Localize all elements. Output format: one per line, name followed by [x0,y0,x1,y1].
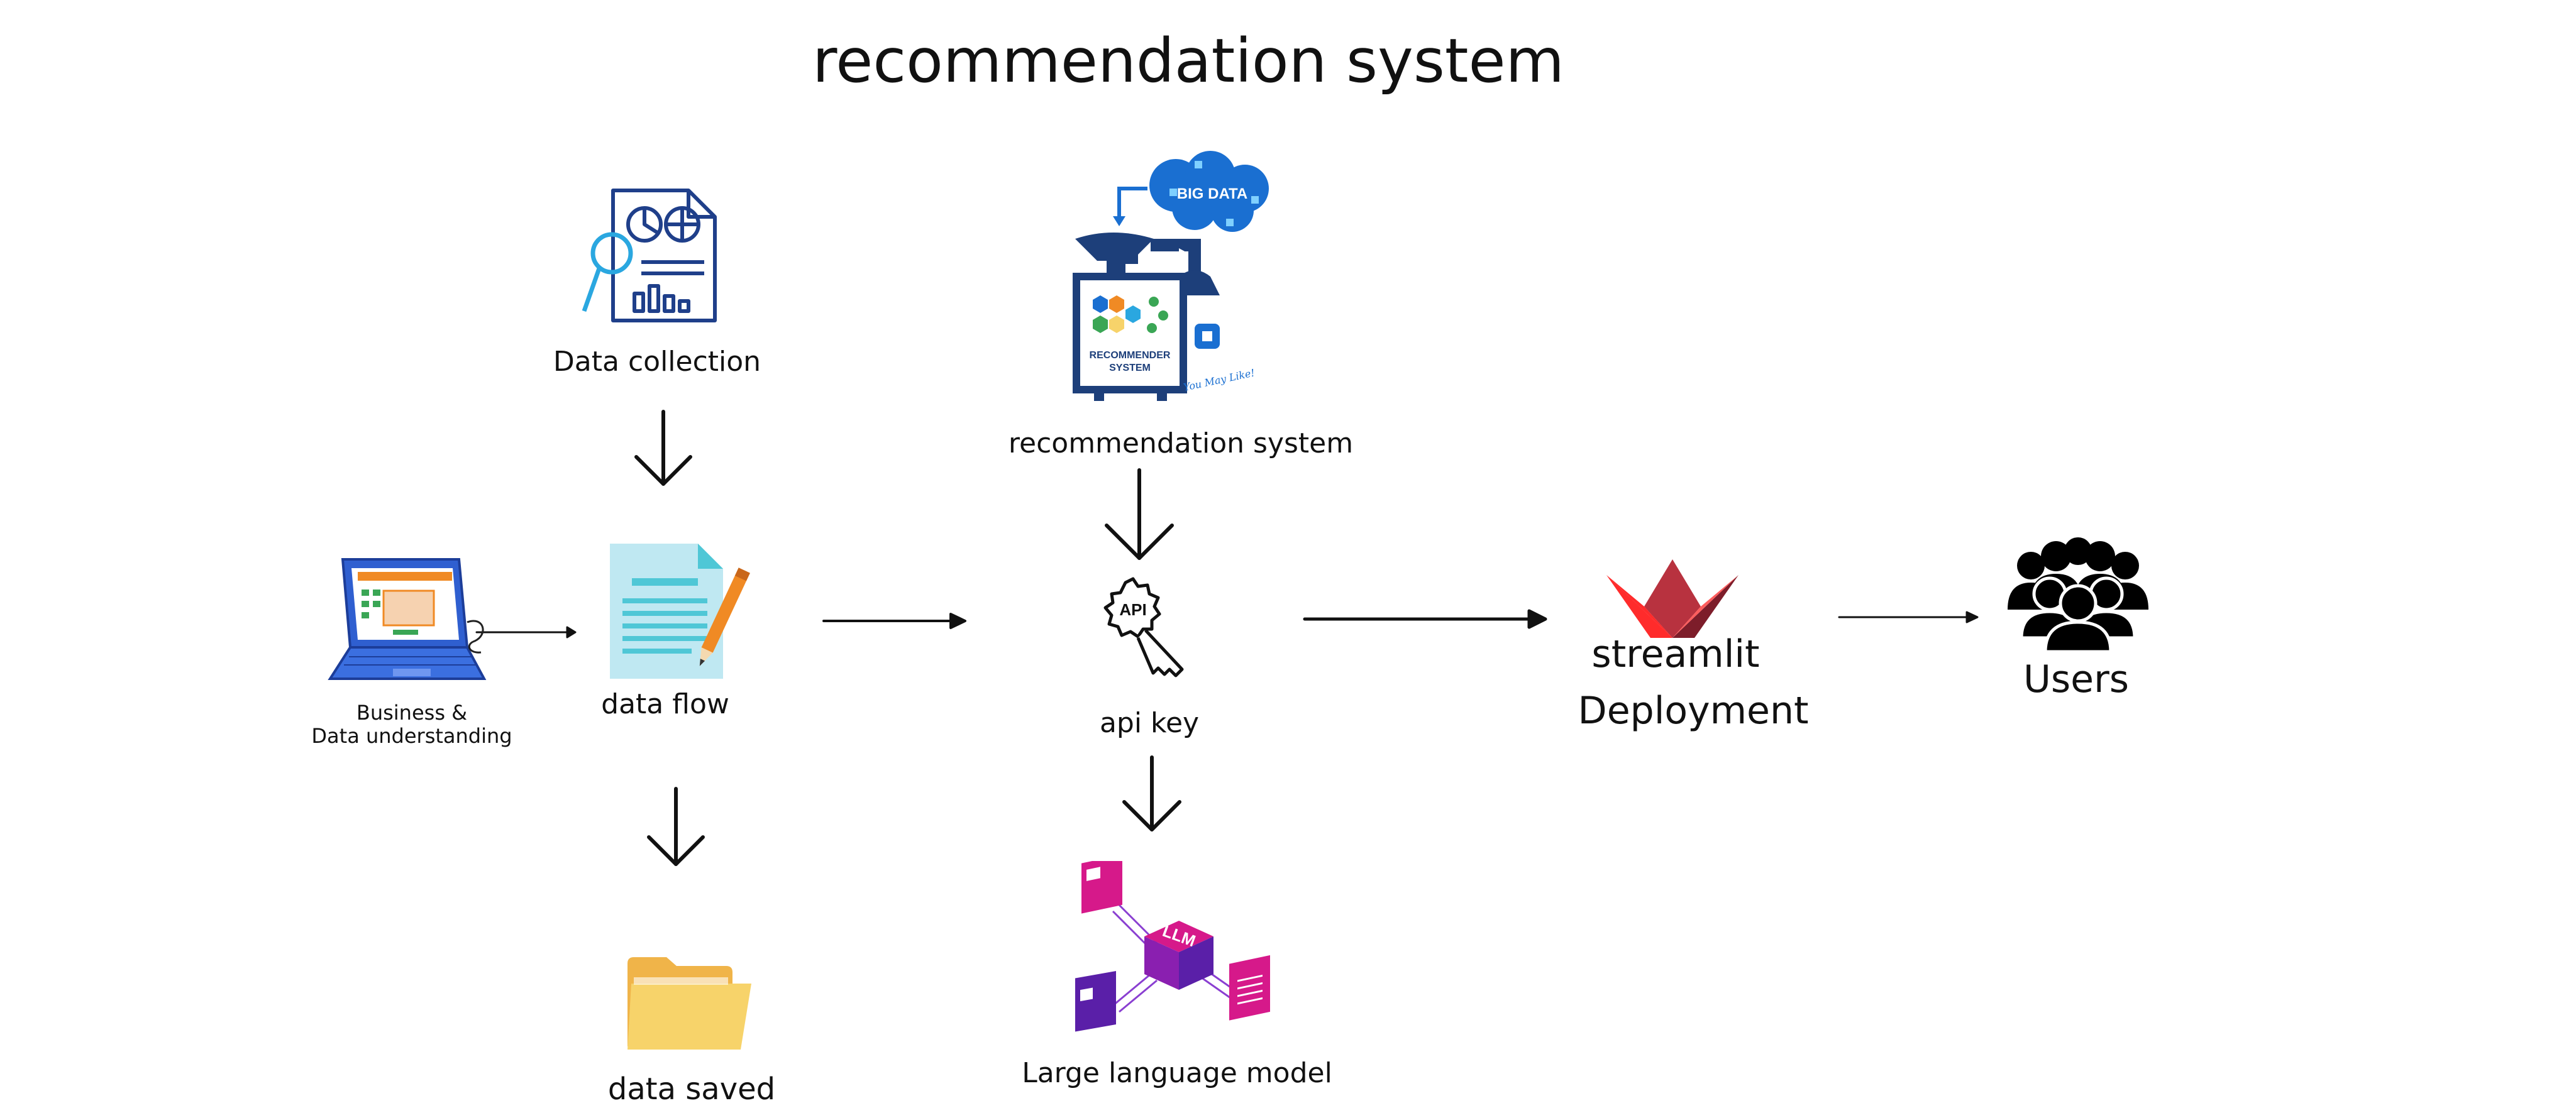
recommender-machine-text-line2: SYSTEM [1109,363,1151,373]
streamlit-boat-icon [1606,559,1739,638]
page-title: recommendation system [812,26,1565,96]
recommender-machine-icon: BIG DATA RECOMMENDER SYSTEM You May Like… [1073,151,1269,401]
api-badge-text: API [1119,600,1146,619]
users-label: Users [2023,657,2130,701]
you-may-like-text: You May Like! [1182,366,1256,393]
api-key-label: api key [1099,707,1200,739]
recommendation-system-label: recommendation system [1008,427,1354,459]
report-magnifier-icon [582,189,717,322]
document-pencil-icon [610,544,750,679]
arrow-data-flow-to-data-saved [647,787,705,866]
users-group-icon [2008,537,2148,654]
llm-cube-icon: LLM [1075,861,1270,1032]
arrow-rec-system-to-api-key [1105,468,1174,560]
arrow-streamlit-to-users [1838,611,1979,623]
llm-label: Large language model [1022,1057,1332,1089]
data-saved-label: data saved [607,1072,776,1107]
data-flow-label: data flow [601,688,729,720]
arrow-business-to-data-flow [475,626,577,639]
business-understanding-label-line2: Data understanding [311,724,512,748]
arrow-api-key-to-streamlit [1303,609,1547,629]
business-understanding-label-line1: Business & [356,701,468,725]
streamlit-label: streamlit [1591,632,1760,676]
arrow-data-flow-to-api-key [822,613,966,629]
api-key-icon: API [1103,577,1184,677]
deployment-label: Deployment [1578,689,1809,733]
folder-icon [627,957,751,1050]
laptop-spreadsheet-icon [328,558,487,680]
big-data-badge-text: BIG DATA [1177,185,1247,202]
arrow-api-key-to-llm [1122,755,1181,831]
recommender-machine-text-line1: RECOMMENDER [1090,350,1171,361]
data-collection-label: Data collection [553,346,761,378]
arrow-data-collection-to-data-flow [634,410,692,486]
